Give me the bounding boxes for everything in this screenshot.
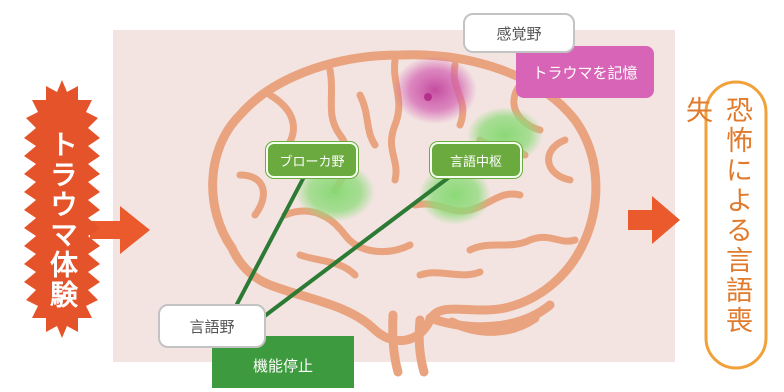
sensory-point bbox=[424, 93, 432, 101]
sensory-highlight bbox=[393, 56, 477, 124]
language-center-highlight-1 bbox=[419, 165, 491, 225]
left-badge-shape bbox=[24, 80, 100, 338]
right-badge-shape bbox=[704, 80, 768, 370]
sensory-label: 感覚野 bbox=[463, 13, 575, 53]
brain-outline bbox=[208, 50, 601, 377]
broca-connector bbox=[234, 174, 307, 307]
language-center-label: 言語中枢 bbox=[430, 142, 522, 178]
trauma-memory-label: トラウマを記憶 bbox=[516, 46, 654, 98]
left-arrow bbox=[90, 206, 150, 254]
right-badge-text: 恐怖による言語喪失 bbox=[681, 96, 752, 336]
language-center-connector bbox=[260, 173, 454, 320]
broca-label: ブローカ野 bbox=[266, 142, 358, 178]
right-arrow bbox=[628, 196, 680, 244]
left-badge-text: トラウマ体験 bbox=[46, 130, 79, 310]
language-area-label: 言語野 bbox=[158, 304, 266, 348]
